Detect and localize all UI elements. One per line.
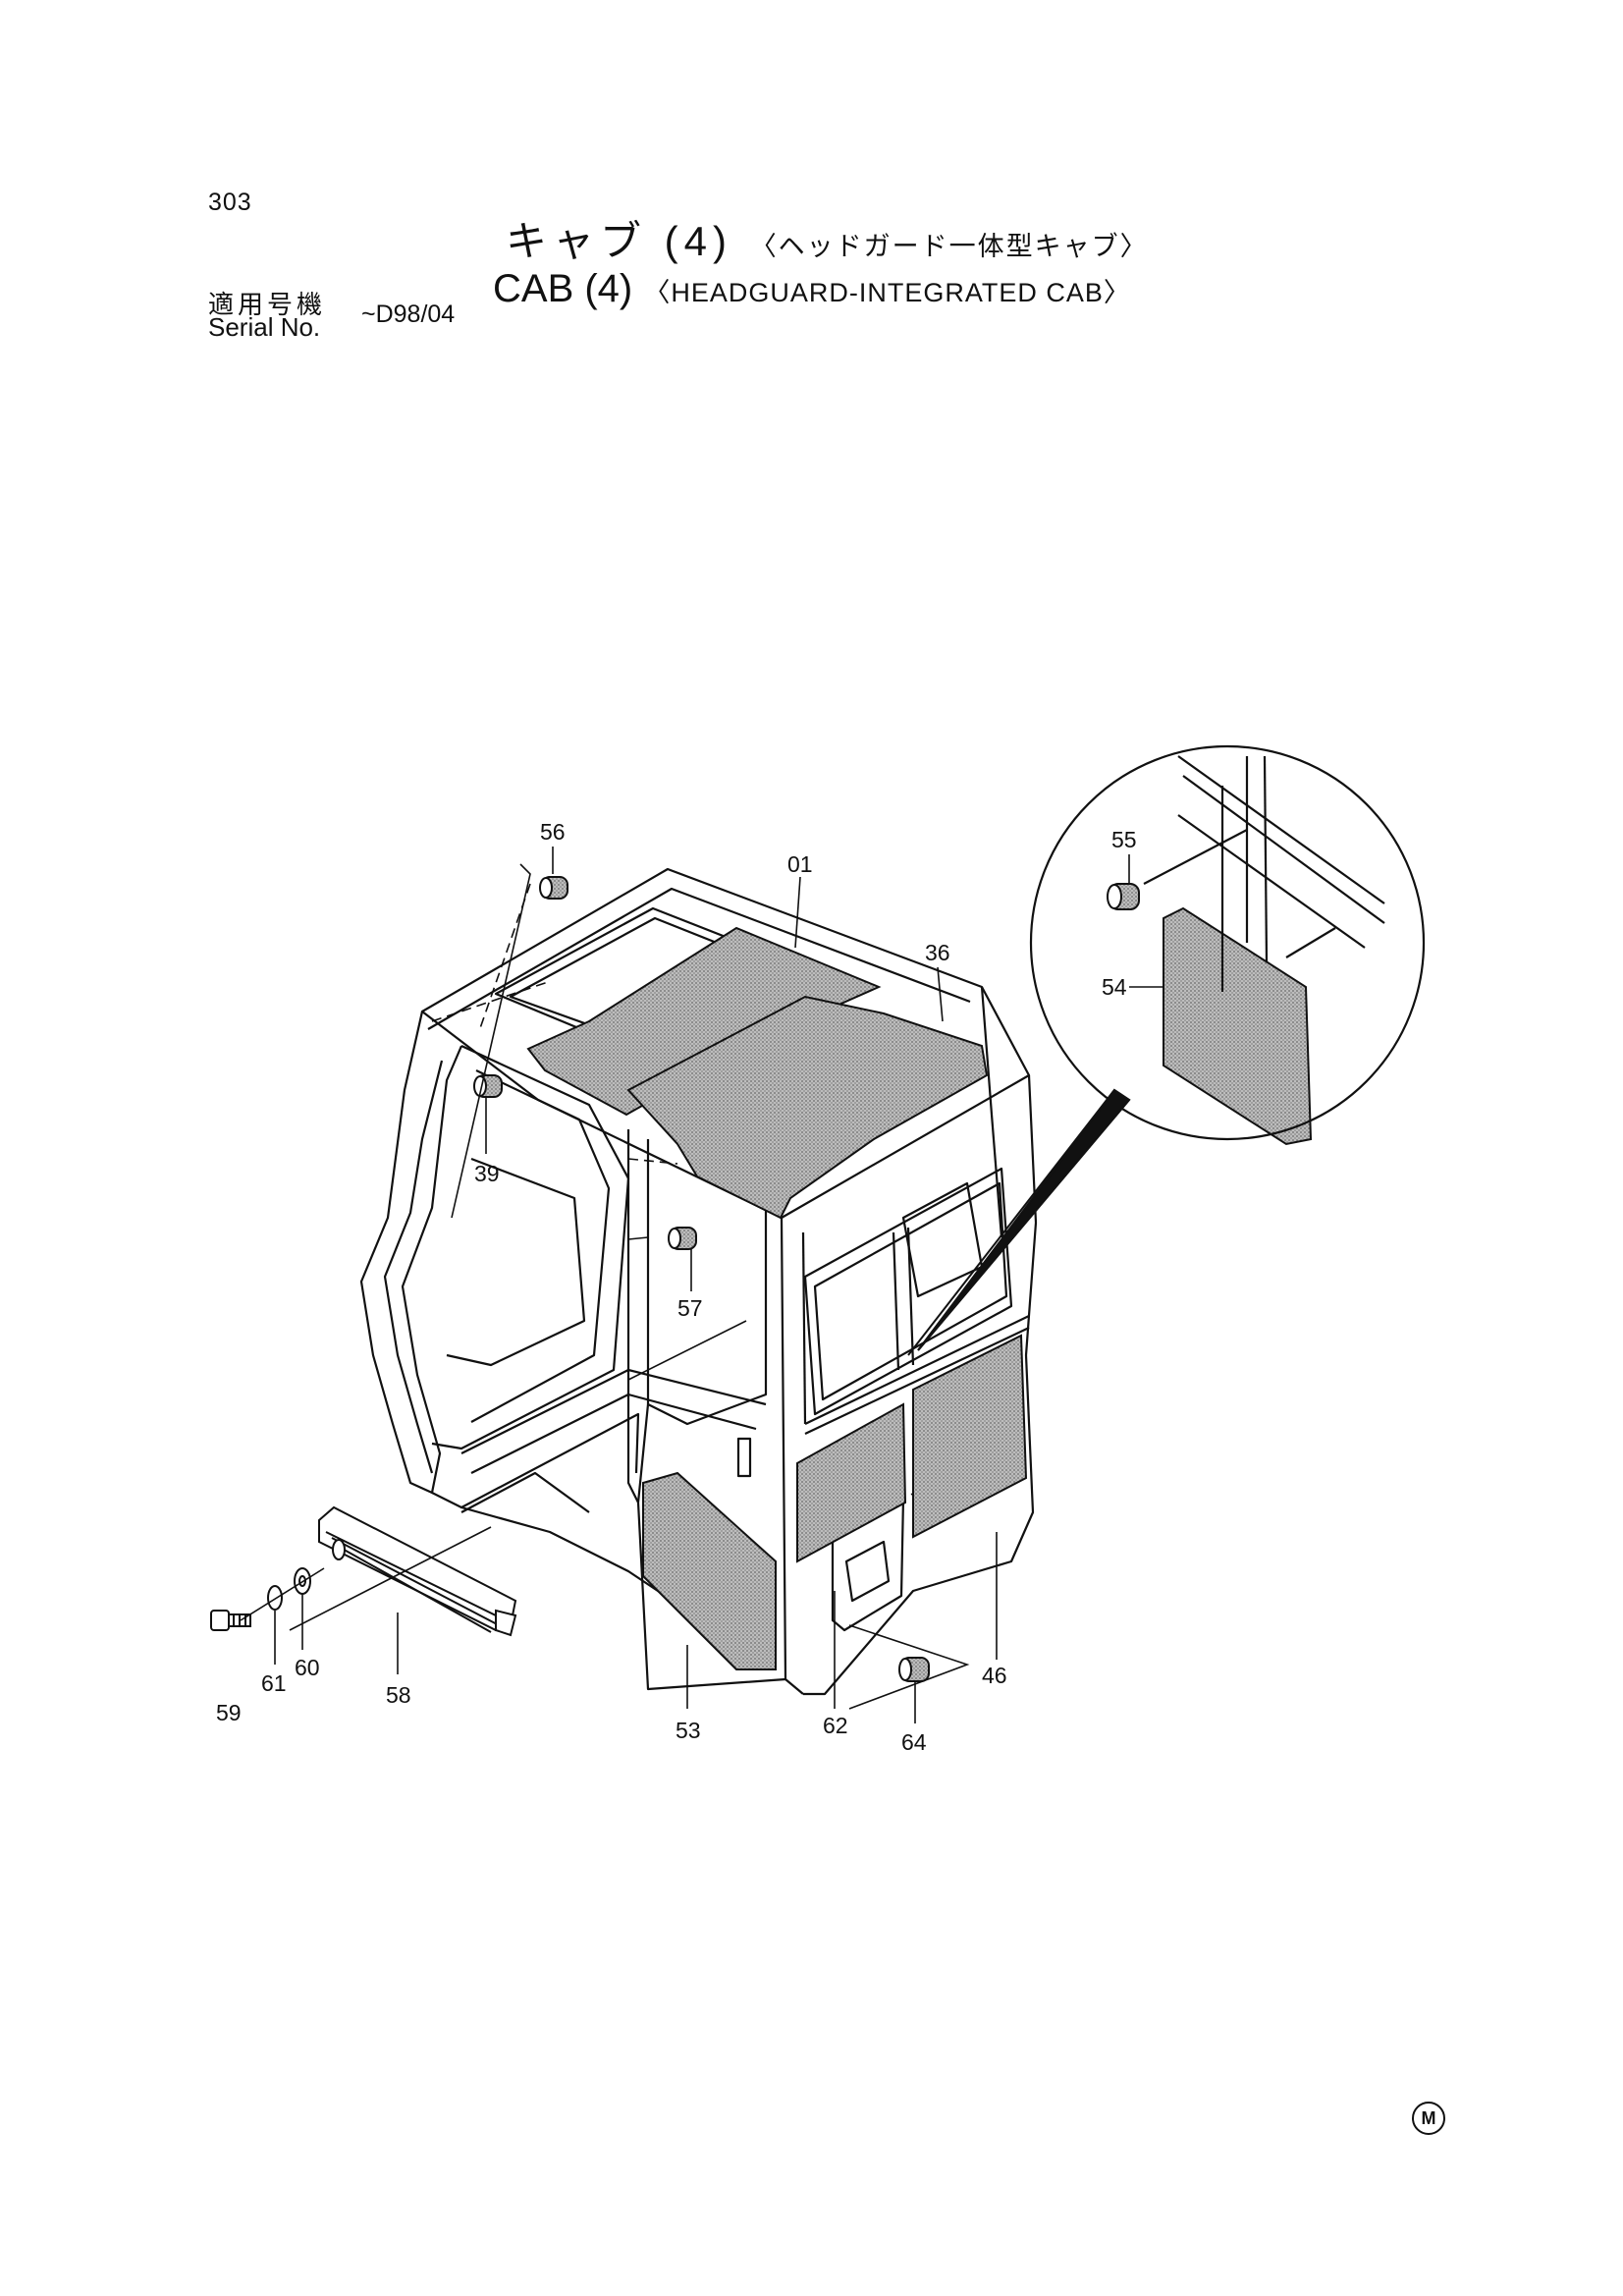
part-64-grommet (898, 1657, 930, 1682)
serial-label-english: Serial No. (208, 312, 321, 342)
callout-62: 62 (823, 1713, 848, 1738)
part-55-grommet (1107, 883, 1140, 910)
callout-01: 01 (787, 851, 813, 877)
part-57-grommet (668, 1227, 697, 1250)
callout-55: 55 (1111, 827, 1137, 852)
title-english: CAB (4) 〈HEADGUARD-INTEGRATED CAB〉 (493, 267, 1131, 311)
part-56-grommet (539, 876, 568, 900)
page-number: 303 (208, 189, 252, 216)
callout-39: 39 (474, 1161, 500, 1186)
title-japanese: キャブ (4) 〈ヘッドガード一体型キャブ〉 (506, 208, 1149, 268)
callout-58: 58 (386, 1682, 411, 1708)
callout-57: 57 (677, 1295, 703, 1321)
detail-view (907, 744, 1426, 1356)
title-japanese-subtitle: 〈ヘッドガード一体型キャブ〉 (749, 232, 1149, 261)
callout-labels: 56 01 36 39 57 55 54 59 61 60 58 53 62 6… (216, 819, 1137, 1755)
callout-36: 36 (925, 940, 950, 965)
callout-56: 56 (540, 819, 566, 845)
part-46-side-panel (912, 1334, 1028, 1539)
insulation-panels (526, 906, 1313, 1670)
title-japanese-main: キャブ (4) (506, 218, 733, 264)
leader-lines (240, 847, 1163, 1723)
part-58-grab-handle (318, 1505, 517, 1637)
callout-61: 61 (261, 1670, 287, 1696)
manual-mark-icon: M (1412, 2102, 1445, 2135)
part-39-grommet (473, 1074, 503, 1098)
serial-label-japanese: 適用号機 (208, 290, 327, 319)
part-53-door-panel (642, 1471, 777, 1670)
part-36-roof-panel (626, 995, 989, 1220)
part-61-lock-washer (267, 1585, 283, 1611)
callout-53: 53 (676, 1718, 701, 1743)
callout-46: 46 (982, 1663, 1007, 1688)
callout-54: 54 (1102, 974, 1127, 1000)
part-54-panel (1163, 906, 1313, 1146)
fasteners (210, 876, 1140, 1682)
title-english-main: CAB (4) (493, 267, 633, 310)
callout-64: 64 (901, 1729, 927, 1755)
title-english-subtitle: 〈HEADGUARD-INTEGRATED CAB〉 (643, 278, 1131, 307)
part-62-side-panel (796, 1402, 907, 1563)
part-59-bolt (210, 1610, 251, 1631)
callout-60: 60 (295, 1655, 320, 1680)
serial-range: ~D98/04 (361, 301, 456, 328)
callout-59: 59 (216, 1700, 242, 1725)
